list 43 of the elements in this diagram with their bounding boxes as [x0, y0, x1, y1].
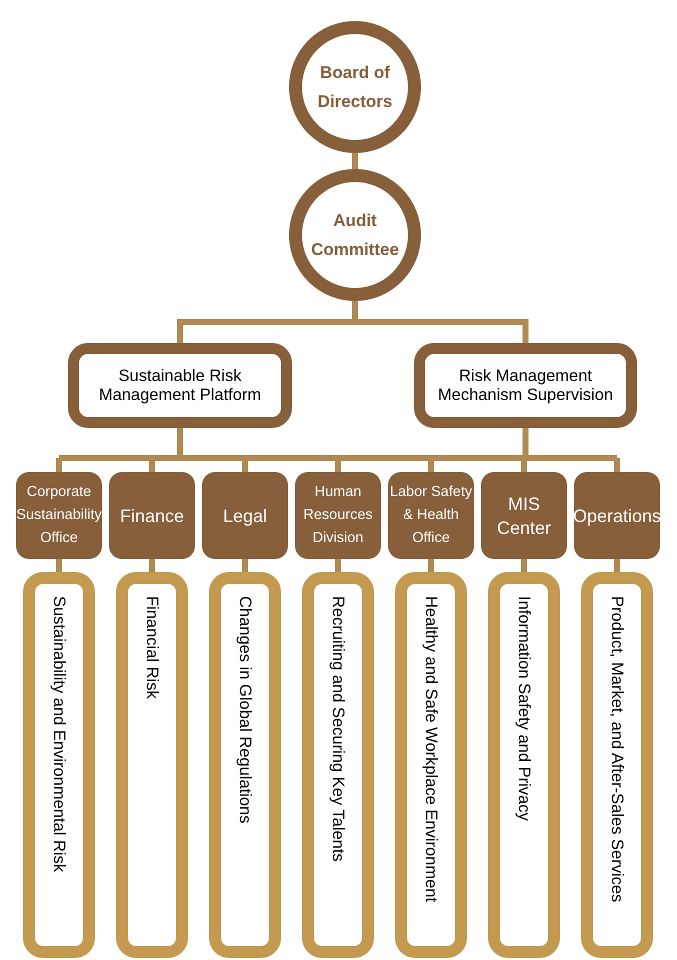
risk-box	[395, 572, 467, 958]
risk-box	[302, 572, 374, 958]
risk-box	[209, 572, 281, 958]
department-box	[574, 472, 660, 559]
connector-line	[56, 425, 620, 475]
connector-line	[242, 559, 248, 572]
node-label: Healthy and Safe Workplace Environment	[421, 596, 441, 902]
platform-box	[414, 343, 637, 428]
node-label: Human Resources Division	[302, 483, 374, 548]
node-label: Financial Risk	[142, 596, 162, 699]
node-label: Product, Market, and After-Sales Services	[607, 596, 627, 902]
node-label: Recruiting and Securing Key Talents	[328, 596, 348, 862]
risk-box	[488, 572, 560, 958]
node-label: Board of Directors	[316, 62, 394, 113]
node-label: Corporate Sustainability Office	[16, 483, 102, 548]
connector-line	[56, 559, 62, 572]
connector-line	[428, 559, 434, 572]
connector-line	[521, 559, 527, 572]
connector-line	[614, 559, 620, 572]
node-label: Finance	[120, 504, 184, 528]
node-label: Sustainable Risk Management Platform	[98, 366, 262, 404]
node-label: Changes in Global Regulations	[235, 596, 255, 824]
node-label: Operations	[572, 504, 662, 528]
node-label: Audit Committee	[310, 210, 400, 261]
node-label: MIS Center	[496, 492, 552, 540]
risk-box	[116, 572, 188, 958]
node-label: Information Safety and Privacy	[514, 596, 534, 821]
node-label: Legal	[222, 504, 268, 528]
department-box	[295, 472, 381, 559]
connector-line	[335, 559, 341, 572]
connector-line	[352, 153, 358, 169]
node-label: Risk Management Mechanism Supervision	[436, 366, 614, 404]
risk-box	[23, 572, 95, 958]
node-label: Labor Safety & Health Office	[388, 483, 474, 548]
risk-box	[581, 572, 653, 958]
department-box	[202, 472, 288, 559]
department-box	[481, 472, 567, 559]
platform-box	[68, 343, 292, 428]
node-label: Sustainability and Environmental Risk	[49, 596, 69, 872]
department-box	[16, 472, 102, 559]
department-box	[388, 472, 474, 559]
department-box	[109, 472, 195, 559]
connector-line	[149, 559, 155, 572]
